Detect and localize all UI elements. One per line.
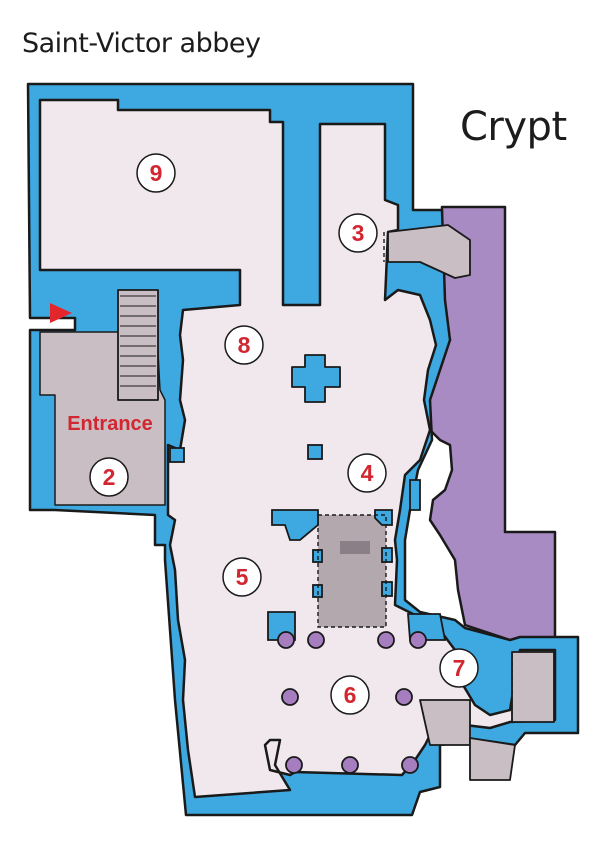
column: [277, 631, 295, 649]
marker-circle: [439, 648, 479, 688]
marker-circle: [347, 453, 387, 493]
map-title: Saint-Victor abbey: [22, 28, 261, 59]
altar: [318, 515, 386, 627]
entrance-label: Entrance: [67, 413, 153, 435]
pillar: [409, 479, 421, 511]
pillar: [381, 547, 393, 563]
column: [285, 756, 303, 774]
marker-circle: [136, 153, 176, 193]
stairs-bottom-lower: [469, 737, 516, 781]
stairs-room-7: [511, 651, 555, 723]
stairs-room-3: [387, 224, 471, 279]
marker-number: 7: [453, 655, 466, 681]
pillar: [307, 444, 323, 460]
pillar: [381, 581, 393, 597]
marker-circle: [330, 675, 370, 715]
marker-room-4[interactable]: 4: [347, 453, 387, 493]
tomb: [340, 541, 370, 554]
marker-circle: [222, 557, 262, 597]
column: [409, 631, 427, 649]
marker-room-5[interactable]: 5: [222, 557, 262, 597]
marker-room-8[interactable]: 8: [224, 325, 264, 365]
marker-number: 3: [352, 220, 365, 246]
marker-number: 8: [238, 332, 251, 358]
marker-room-2[interactable]: 2: [89, 457, 129, 497]
marker-number: 9: [150, 160, 163, 186]
marker-number: 4: [361, 460, 374, 486]
dashed-boundaries: [317, 232, 513, 720]
marker-number: 2: [103, 464, 116, 490]
entry-arrow-icon: [50, 303, 72, 323]
pillar: [374, 509, 393, 526]
marker-room-9[interactable]: 9: [136, 153, 176, 193]
columns: [277, 631, 427, 774]
entrance-stairs: [117, 289, 159, 401]
cross-pillar: [291, 354, 341, 403]
column: [307, 631, 325, 649]
pillar: [169, 447, 185, 463]
marker-room-7[interactable]: 7: [439, 648, 479, 688]
marker-room-3[interactable]: 3: [338, 213, 378, 253]
marker-room-6[interactable]: 6: [330, 675, 370, 715]
column: [281, 688, 299, 706]
marker-number: 6: [344, 682, 357, 708]
pillar: [271, 509, 319, 541]
marker-number: 5: [236, 564, 249, 590]
level-heading: Crypt: [460, 104, 567, 150]
column: [401, 756, 419, 774]
column: [395, 688, 413, 706]
marker-circle: [224, 325, 264, 365]
column: [377, 631, 395, 649]
marker-circle: [338, 213, 378, 253]
marker-circle: [89, 457, 129, 497]
column: [341, 756, 359, 774]
